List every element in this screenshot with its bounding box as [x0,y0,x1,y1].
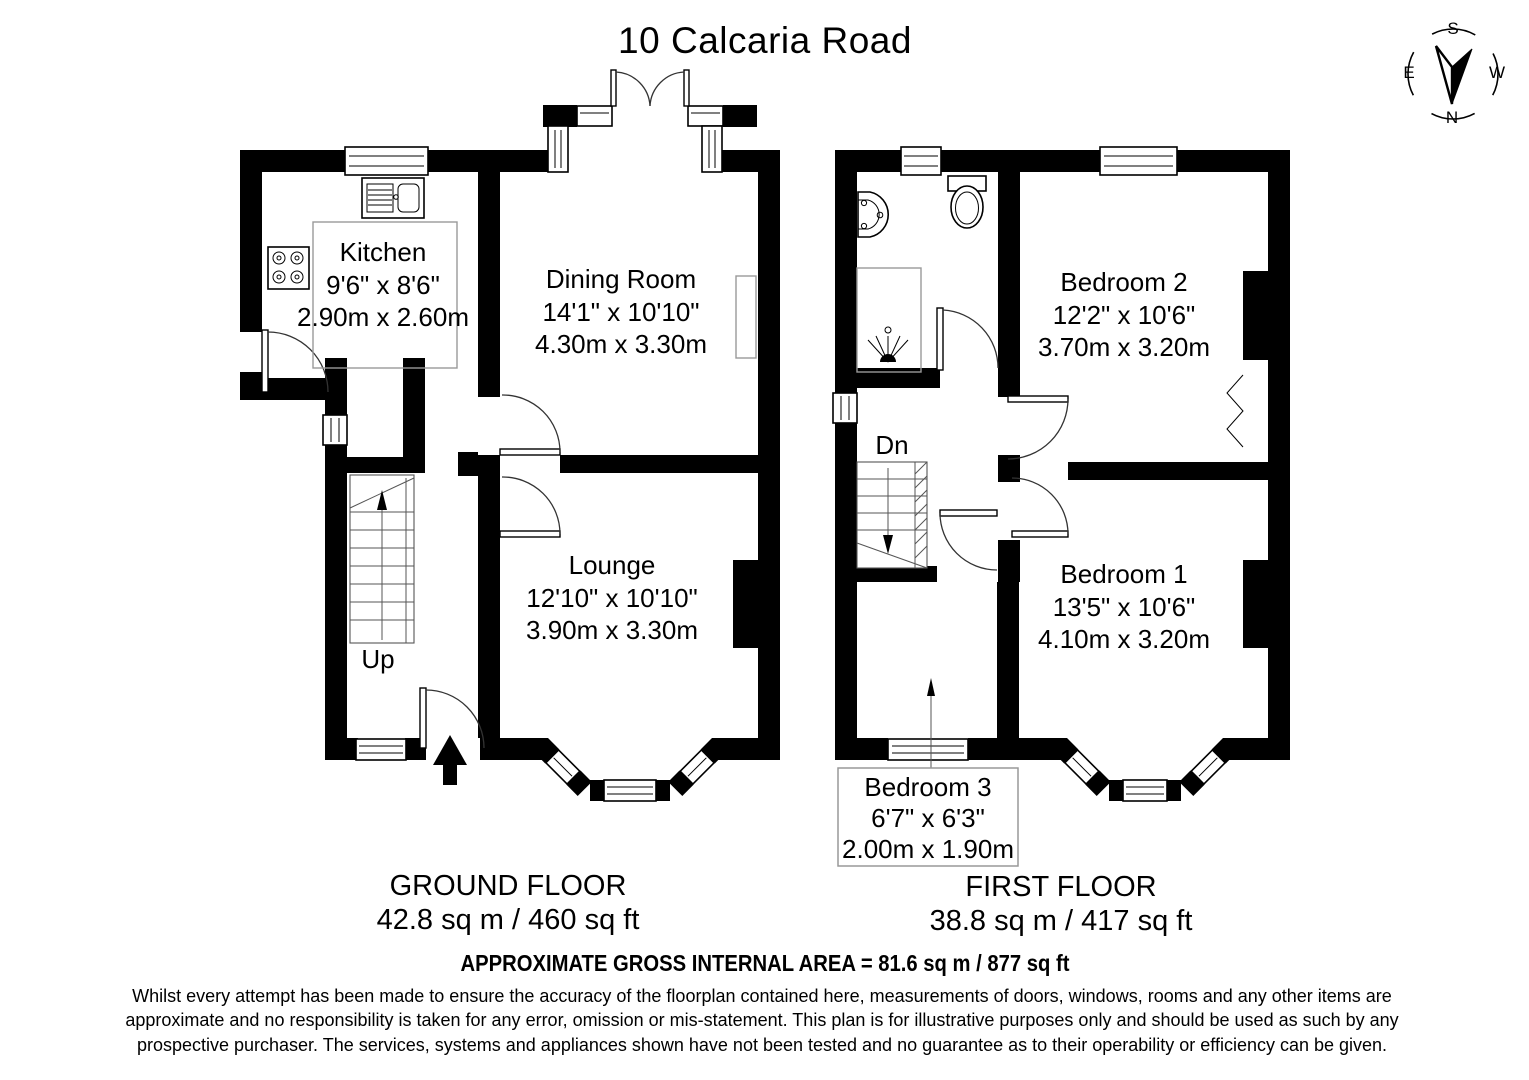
compass-rose [1407,28,1499,120]
down-arrow-icon [883,535,893,554]
dining-door [499,394,561,456]
ground-floor-plan [240,69,780,802]
bedroom1-label: Bedroom 1 13'5" x 10'6" 4.10m x 3.20m [1038,559,1210,654]
bedroom3-label-box [837,678,1019,867]
gross-area-summary: APPROXIMATE GROSS INTERNAL AREA = 81.6 s… [460,950,1070,976]
first-floor-caption: FIRST FLOOR 38.8 sq m / 417 sq ft [929,871,1193,937]
leader-arrow-icon [927,678,935,696]
bathroom-window [900,146,942,176]
bedroom3-window [887,738,969,761]
french-doors [610,69,690,107]
bedroom1-bay [1052,738,1238,802]
compass-w: W [1488,63,1506,82]
bathroom-door [936,307,999,371]
entrance-door [419,687,485,749]
lounge-label: Lounge 12'10" x 10'10" 3.90m x 3.30m [526,550,698,645]
basin-icon [857,191,890,238]
entrance-arrow-icon [433,735,467,785]
kitchen-label: Kitchen 9'6" x 8'6" 2.90m x 2.60m [297,237,469,332]
bedroom3-door [939,509,998,571]
disclaimer-text: Whilst every attempt has been made to en… [125,986,1399,1055]
bay-front-window [1122,779,1168,802]
ground-floor-caption: GROUND FLOOR 42.8 sq m / 460 sq ft [376,870,640,936]
dining-radiator [735,275,757,359]
dining-room-label: Dining Room 14'1" x 10'10" 4.30m x 3.30m [535,264,707,359]
page-title: 10 Calcaria Road [618,20,912,61]
kitchen-sink-icon [361,177,425,219]
wardrobe-zigzag [1226,374,1244,448]
bay-window-left [576,105,613,127]
up-arrow-icon [377,490,387,510]
lounge-door [499,476,561,538]
chimney-breast [733,560,758,648]
bedroom2-label: Bedroom 2 12'2" x 10'6" 3.70m x 3.20m [1038,267,1210,362]
stairs-up-label: Up [361,644,395,674]
compass-n: N [1445,108,1459,127]
compass-s: S [1447,19,1459,38]
shower-icon [856,267,922,373]
kitchen-counter [312,221,458,369]
stairs-down [856,461,928,569]
lounge-bay [533,738,727,802]
bedroom2-window [1099,146,1178,176]
kitchen-door [261,329,329,393]
compass-e: E [1403,63,1415,82]
stairs-down-label: Dn [875,430,909,460]
bedroom1-door [1011,477,1069,538]
bay-return-window-left [547,125,569,173]
hall-front-window [355,738,407,761]
stairs-up [349,474,415,644]
bedroom2-door [1007,395,1069,460]
north-arrow-icon [1434,45,1454,105]
bay-window-right [687,105,724,127]
bay-return-window-right [701,125,723,173]
kitchen-window [344,146,429,176]
first-floor-plan [832,146,1290,867]
hob-icon [267,246,310,290]
chimney-breast [1243,271,1268,360]
bedroom3-label: Bedroom 3 6'7" x 6'3" 2.00m x 1.90m [842,772,1014,864]
bay-front-window [603,779,657,802]
dining-bay [543,69,757,173]
landing-side-window [832,392,858,424]
hall-side-window [322,414,348,446]
chimney-breast [1243,560,1268,648]
toilet-icon [947,175,987,229]
